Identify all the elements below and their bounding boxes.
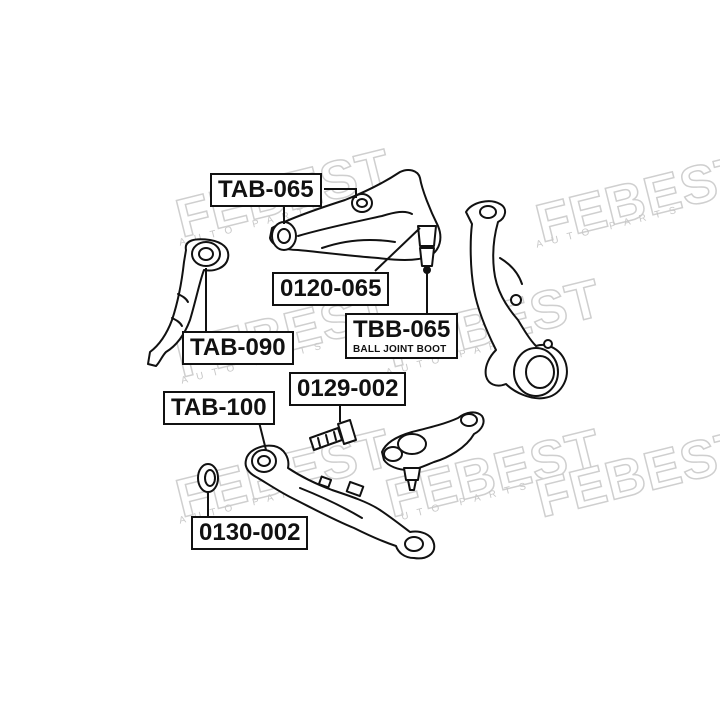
adjusting-bolt-drawing [309,419,357,451]
strut-bar-drawing [147,238,230,367]
tbb-065-description: BALL JOINT BOOT [353,344,447,355]
leader-0120065 [374,227,421,272]
leader-tab065-right [324,188,357,198]
steering-knuckle-drawing [465,200,568,400]
bushing-drawing [197,463,219,493]
part-label-0120-065: 0120-065 [272,272,390,306]
part-label-tab-090: TAB-090 [182,331,294,365]
part-label-tbb-065: TBB-065 BALL JOINT BOOT [345,313,459,359]
part-label-tab-100: TAB-100 [163,391,275,425]
upper-control-arm-drawing [269,169,442,274]
lower-control-arm-drawing [244,444,436,560]
lower-arm-ball-joint-drawing [381,411,485,491]
part-label-tab-065: TAB-065 [210,173,322,207]
part-label-0130-002: 0130-002 [191,516,309,550]
tbb-065-code: TBB-065 [353,316,451,343]
part-label-0129-002: 0129-002 [289,372,407,406]
